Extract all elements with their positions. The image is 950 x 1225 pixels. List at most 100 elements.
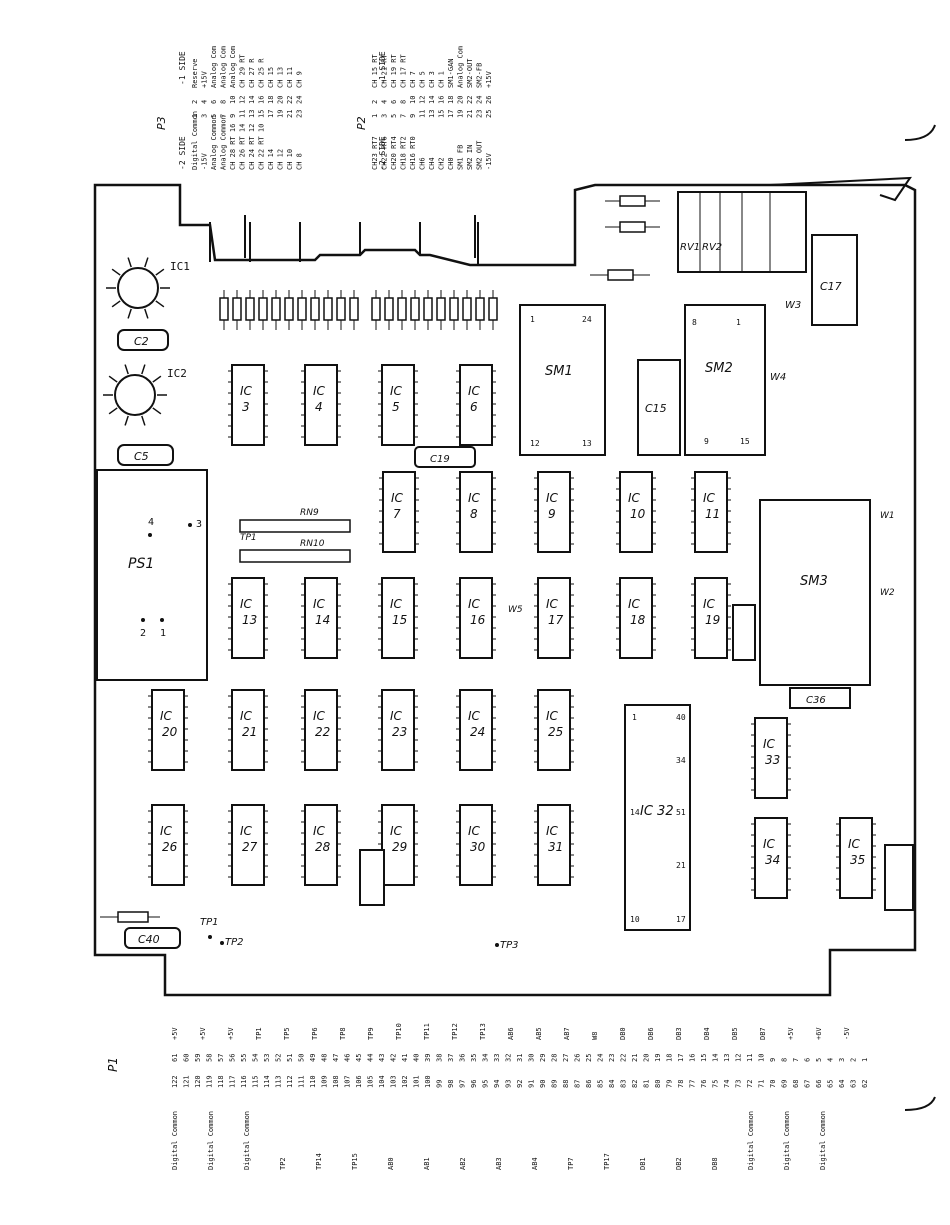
tp1-bottom-label: TP1 [200, 917, 219, 928]
connector-pin-left: 3 [381, 114, 389, 118]
p1-pin-odd: 109 [321, 1075, 329, 1088]
sm2-pin-1: 1 [736, 318, 741, 327]
p1-signal-left: AB2 [459, 1157, 467, 1170]
dip-ic-label: IC [546, 824, 559, 838]
dip-ic-number: 9 [548, 507, 556, 521]
resistor-r2 [605, 221, 660, 233]
connector-pin-right: 4 [381, 100, 389, 104]
dip-ic-group: IC3IC4IC5IC6IC7IC8IC9IC10IC11IC13IC14IC1… [148, 364, 876, 899]
connector-pin-left: 11 [419, 110, 427, 118]
top-connector-slots [209, 215, 479, 265]
bank-resistor [232, 297, 242, 321]
connector-pin-left: 1 [371, 114, 379, 118]
p1-pin-even: 56 [229, 1054, 237, 1062]
dip-ic-number: 11 [705, 507, 720, 521]
p2-side-left: -2 SIDE [378, 136, 387, 170]
p1-pin-odd: 98 [447, 1080, 455, 1088]
bank-resistor [297, 297, 307, 321]
bank-resistor [384, 297, 394, 321]
capacitor-c38 [884, 844, 914, 911]
dip-ic-label: IC [390, 709, 403, 723]
p1-pin-even: 55 [240, 1054, 248, 1062]
p1-pin-even: 33 [493, 1054, 501, 1062]
dip-ic-number: 19 [705, 613, 720, 627]
p1-pin-even: 45 [355, 1054, 363, 1062]
dip-ic-label: IC [240, 597, 253, 611]
w5-label: W5 [508, 605, 523, 615]
p3-rows: Digital Common12Reserve-15V34+15VAnalog … [191, 46, 304, 170]
p1-pin-even: 27 [562, 1054, 570, 1062]
connector-signal-left: CH4 [428, 157, 436, 170]
connector-pin-left: 17 [267, 110, 275, 118]
p1-pin-even: 50 [298, 1054, 306, 1062]
connector-pin-left: 21 [286, 110, 294, 118]
p1-pin-odd: 101 [413, 1075, 421, 1088]
dip-ic-number: 13 [242, 613, 257, 627]
edge-mark-bottom-right [904, 1096, 936, 1111]
dip-ic-label: IC [313, 597, 326, 611]
connector-signal-left: Analog Common [220, 115, 228, 170]
connector-signal-left: CH 10 [286, 149, 294, 170]
c40-label: C40 [138, 933, 160, 946]
resistor-bank [219, 290, 498, 330]
p1-pin-even: 6 [804, 1058, 812, 1062]
p1-pin-odd: 66 [815, 1080, 823, 1088]
connector-signal-left: CH16 RT0 [409, 136, 417, 170]
round-ic-label: IC1 [170, 260, 190, 273]
connector-signal-left: CH 14 [267, 149, 275, 170]
p1-pin-even: 11 [746, 1054, 754, 1062]
p1-pin-even: 40 [413, 1054, 421, 1062]
connector-pin-left: 15 [258, 110, 266, 118]
ic32-pin-34: 34 [676, 756, 686, 765]
p1-signal-right: DB7 [759, 1027, 767, 1040]
connector-signal-left: CH23 RT7 [371, 136, 379, 170]
p1-pin-odd: 116 [240, 1075, 248, 1088]
dip-ic-10: IC 13 [228, 577, 268, 659]
p1-pin-even: 42 [390, 1054, 398, 1062]
p1-pin-odd: 122 [171, 1075, 179, 1088]
dip-ic-number: 23 [392, 725, 407, 739]
dip-ic-label: IC [468, 384, 481, 398]
c19-label: C19 [430, 454, 450, 465]
connector-pin-left: 13 [428, 110, 436, 118]
bank-resistor [323, 297, 333, 321]
p3-title: P3 [155, 116, 168, 130]
p1-pin-even: 4 [827, 1058, 835, 1062]
bank-resistor [349, 297, 359, 321]
round-ic-label: IC2 [167, 367, 187, 380]
p1-signal-right: +5V [199, 1027, 207, 1040]
connector-p3-table: P3 -2 SIDE -1 SIDE Digital Common12Reser… [155, 46, 304, 170]
sm2-pin-8: 8 [692, 318, 697, 327]
p1-pin-odd: 97 [459, 1080, 467, 1088]
capacitor-c15: C15 [637, 359, 681, 456]
connector-signal-right: CH 11 [286, 67, 294, 88]
connector-signal-left: SM2 OUT [476, 140, 484, 170]
bank-resistor [271, 297, 281, 321]
p1-pin-even: 21 [631, 1054, 639, 1062]
connector-signal-right: CH 7 [409, 71, 417, 88]
dip-ic-label: IC [703, 597, 716, 611]
p1-pin-even: 37 [447, 1054, 455, 1062]
dip-ic-number: 25 [548, 725, 563, 739]
dip-ic-label: IC [546, 491, 559, 505]
p1-pin-odd: 102 [401, 1075, 409, 1088]
connector-signal-right: +15V [485, 70, 493, 88]
ic32-label: IC 32 [640, 804, 674, 819]
connector-signal-right: CH 15 RT [371, 53, 379, 88]
dip-ic-number: 3 [242, 400, 250, 414]
dip-ic-number: 8 [470, 507, 478, 521]
p1-pin-even: 12 [735, 1054, 743, 1062]
p1-signal-right: +6V [815, 1027, 823, 1040]
ic-32: IC 32 1 40 14 34 51 21 10 17 [624, 704, 691, 931]
capacitor-c17: C17 [811, 234, 858, 326]
connector-pin-left: 9 [409, 114, 417, 118]
round-ic-1: IC1 [106, 257, 190, 319]
